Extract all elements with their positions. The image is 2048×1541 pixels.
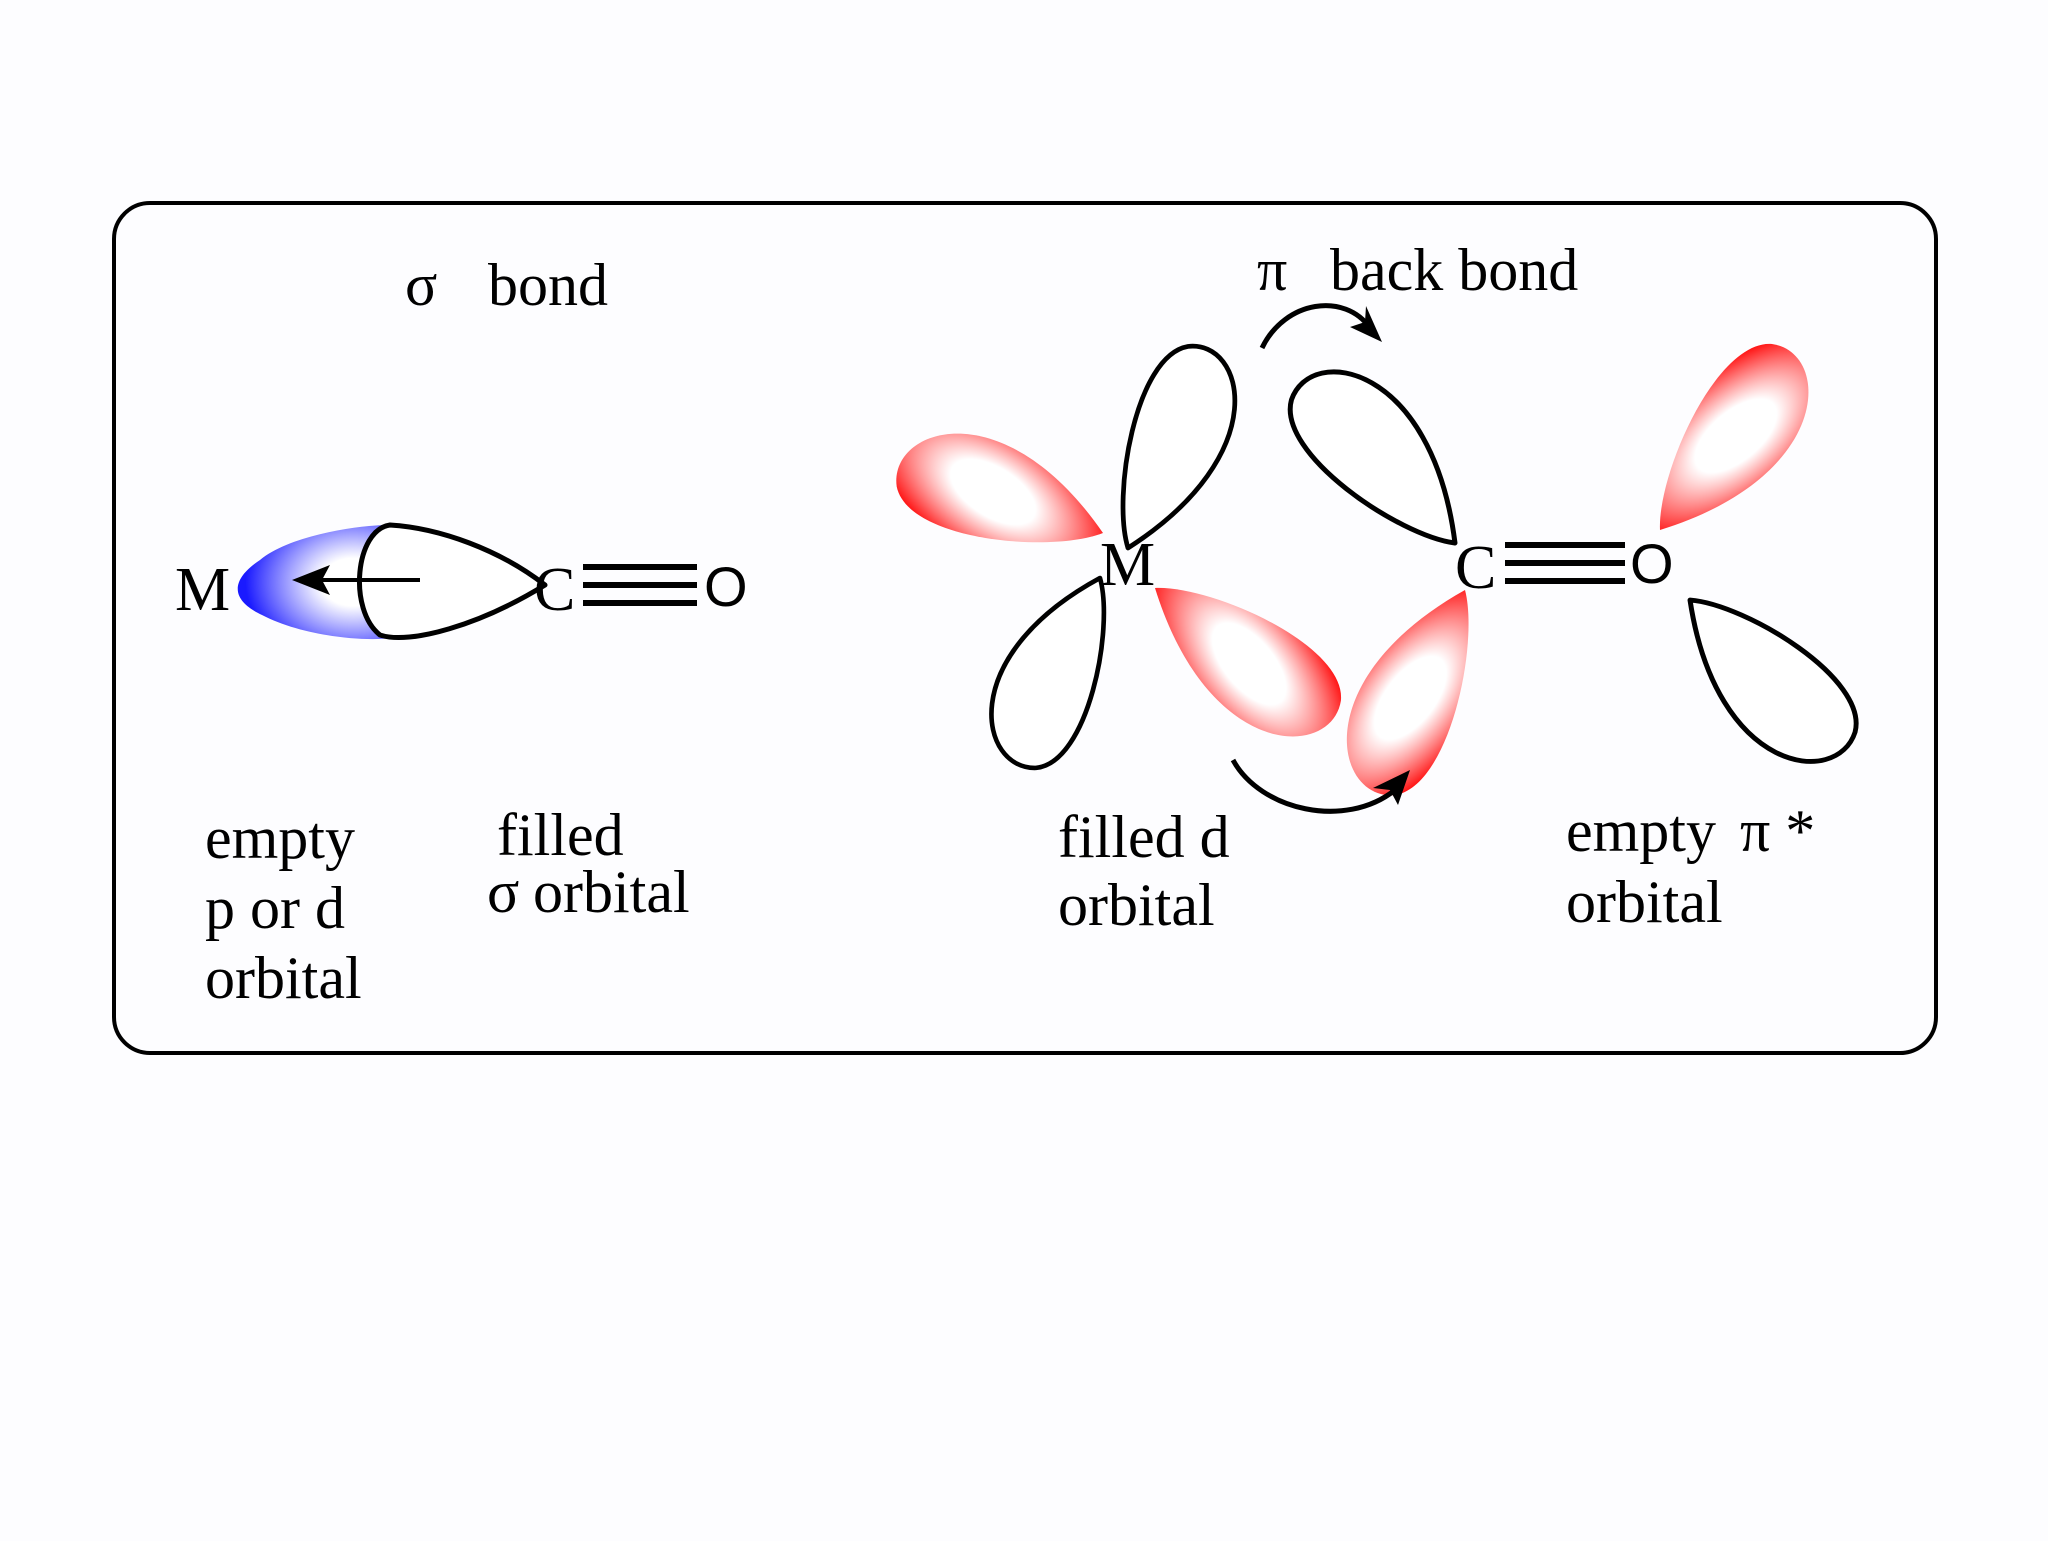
pi-title-text: back bond [1330,237,1578,303]
label-p-or-d-line: p or d [205,875,345,941]
label-filled-d-orbital-line: orbital [1058,872,1215,938]
sigma-title-symbol: σ [405,252,437,318]
pi-top-arc-arrowhead [1350,306,1382,342]
label-sigma-symbol: σ [487,859,519,925]
oxygen-pistar-lobe-lower [1669,556,1871,790]
label-pistar-symbol: π * [1740,798,1815,864]
sigma-atom-oxygen: O [704,555,748,618]
pi-top-arc-arrow [1259,303,1373,350]
sigma-atom-metal: M [175,556,230,624]
metal-d-lobe-upper-left [881,401,1117,603]
pi-atom-metal: M [1100,531,1155,599]
sigma-donation-arrow-head [292,565,330,595]
label-filled-sigma-orbital: filled σ orbital [487,802,690,925]
label-empty-pi-word: empty [1566,798,1716,864]
pi-atom-oxygen: O [1630,532,1674,595]
carbon-pistar-lobe-lower [1312,574,1530,811]
pi-title-symbol: π [1257,237,1287,303]
pi-bottom-arc-arrowhead [1373,770,1410,805]
sigma-triple-bond [583,564,697,606]
label-filled-d-orbital: filled d orbital [1058,804,1230,938]
label-orbital-line: orbital [205,945,362,1011]
pi-panel: π back bond [881,237,1871,938]
sigma-panel: σ bond M C O empty p or d orbital filled… [175,252,748,1011]
label-empty-p-or-d-orbital: empty p or d orbital [205,805,362,1011]
pi-atom-carbon: C [1455,534,1496,602]
pi-triple-bond [1505,542,1625,584]
sigma-atom-carbon: C [534,556,575,624]
oxygen-pistar-lobe-upper [1606,328,1842,550]
label-empty-line: empty [205,805,355,871]
pi-bottom-arc-arrow [1230,758,1397,814]
carbon-sigma-lobe [357,522,548,640]
label-sigma-orbital-word: orbital [533,859,690,925]
label-pistar-orbital-line: orbital [1566,869,1723,935]
sigma-title-text: bond [488,252,608,318]
label-empty-pistar-orbital: empty π * orbital [1566,798,1815,935]
label-filled-d-line: filled d [1058,804,1230,870]
metal-d-lobe-lower-right [1135,534,1357,770]
label-filled-line: filled [497,802,624,868]
diagram-frame [112,201,1938,1055]
carbon-pistar-lobe-upper [1276,344,1477,585]
